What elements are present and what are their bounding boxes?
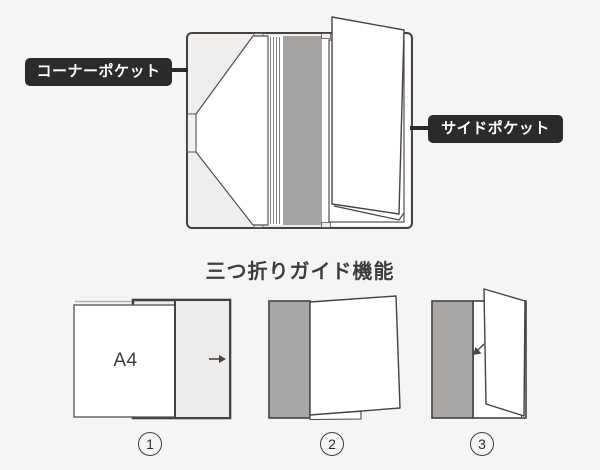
- guide-step-2: [268, 295, 401, 421]
- side-pocket-sheet: [331, 16, 405, 215]
- corner-pocket-tab: [187, 113, 197, 153]
- folded-sheet: [309, 295, 401, 416]
- page-edge-lines: [270, 37, 280, 224]
- step-number-3: 3: [470, 432, 494, 456]
- step-number-1-text: 1: [146, 436, 154, 452]
- sheet-under-edge: [333, 205, 405, 221]
- side-pocket-label: サイドポケット: [428, 115, 563, 143]
- binding-tab: [321, 33, 331, 39]
- binding-tab: [321, 222, 331, 228]
- step-number-2: 2: [320, 432, 344, 456]
- folder-back: [431, 300, 474, 419]
- folder-illustration: [186, 16, 413, 229]
- side-pocket-connector: [410, 126, 429, 130]
- guide-step-1: [73, 298, 232, 420]
- arrow-down-left-icon: [473, 343, 485, 355]
- arrow-right-icon: [209, 355, 226, 363]
- corner-pocket-label: コーナーポケット: [25, 58, 172, 86]
- a4-paper: [73, 304, 178, 418]
- step-number-1: 1: [138, 432, 162, 456]
- spine: [283, 36, 322, 225]
- step-number-2-text: 2: [328, 436, 336, 452]
- lifting-sheet: [483, 288, 526, 417]
- step-number-3-text: 3: [478, 436, 486, 452]
- folder-back: [268, 300, 311, 419]
- guide-step-3: [431, 288, 527, 419]
- a4-paper-label: A4: [113, 350, 138, 371]
- corner-pocket-connector: [170, 68, 188, 72]
- section-title: 三つ折りガイド機能: [205, 261, 395, 283]
